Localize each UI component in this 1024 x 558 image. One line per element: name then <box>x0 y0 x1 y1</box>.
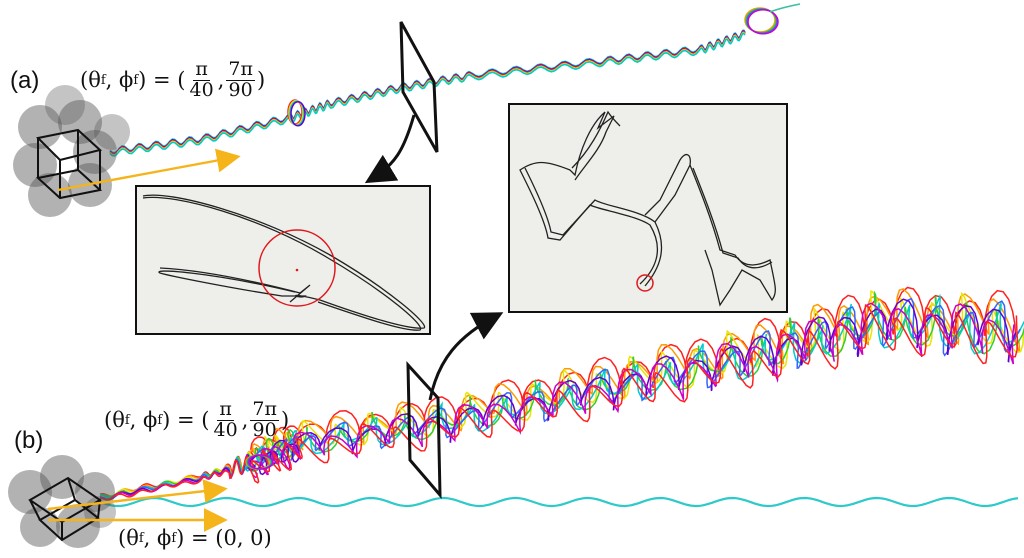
inset-a-curve <box>142 194 426 331</box>
trajectory-a-loop <box>290 101 306 127</box>
eq-b-lhs: (θ <box>104 408 125 433</box>
panel-label-b: (b) <box>14 427 44 454</box>
trajectory-a <box>109 3 801 157</box>
eq-b0-sub2: f <box>171 530 177 546</box>
eq-b-mid: , ϕ <box>129 408 158 433</box>
trajectory-b-zero <box>99 496 1019 508</box>
trajectory-a-tail <box>769 3 801 13</box>
eq-a-sub2: f <box>133 72 139 88</box>
direction-arrow-a <box>57 148 241 192</box>
eq-a-lhs: (θ <box>80 68 101 93</box>
eq-b-sub: f <box>124 412 130 428</box>
curved-arrow-b <box>428 312 504 401</box>
trajectory-a-strand <box>109 32 746 157</box>
eq-b-close: ) <box>280 408 290 433</box>
eq-b0-rest: ) = (0, 0) <box>176 526 272 550</box>
eq-b-rel: ) = ( <box>162 408 210 433</box>
panel-label-a: (a) <box>10 67 40 94</box>
trajectory-b-strand <box>99 303 1019 501</box>
inset-a-circle <box>258 229 336 307</box>
eq-a-comma: , <box>217 68 225 93</box>
cube-wireframe-a <box>35 128 103 200</box>
eq-b0-lhs: (θ <box>118 526 139 550</box>
curved-arrow-a <box>364 114 416 184</box>
eq-a-mid: , ϕ <box>105 68 134 93</box>
inset-b-circle <box>636 274 654 292</box>
eq-a-close: ) <box>256 68 266 93</box>
eq-a-sub: f <box>100 72 106 88</box>
particle-cluster-a <box>13 85 130 217</box>
eq-a-rel: ) = ( <box>138 68 186 93</box>
eq-b-comma: , <box>241 408 249 433</box>
eq-b0-mid: , ϕ <box>143 526 172 550</box>
trajectory-a-loop <box>747 9 779 35</box>
section-plane-b <box>406 361 442 500</box>
eq-b0-sub: f <box>138 530 144 546</box>
trajectory-bundle-b <box>99 286 1024 501</box>
section-plane-a <box>399 21 439 153</box>
inset-b <box>508 103 788 313</box>
inset-a <box>135 185 431 335</box>
trajectory-b-loop <box>248 454 274 470</box>
inset-b-curve <box>519 110 776 307</box>
particle-cluster-b <box>8 455 116 548</box>
trajectory-b-strand <box>99 302 1015 501</box>
eq-b-sub2: f <box>157 412 163 428</box>
direction-arrow-b <box>47 479 228 511</box>
